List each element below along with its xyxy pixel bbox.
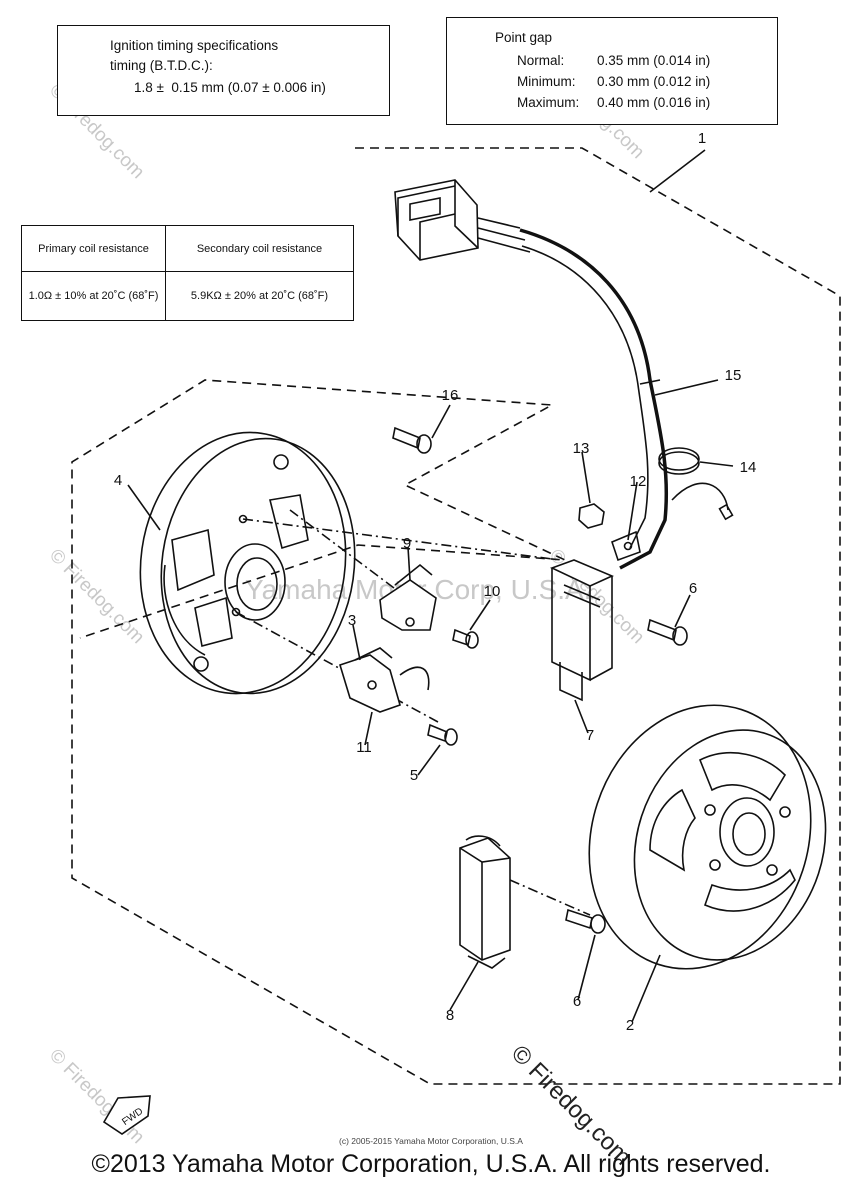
leader-5 [574, 699, 589, 734]
screw-8 [452, 628, 479, 649]
callout-2: 2 [626, 1017, 634, 1034]
leader-6b [577, 934, 596, 1001]
value-primary-coil: 1.0Ω ± 10% at 20˚C (68˚F) [21, 271, 166, 321]
leader-3 [127, 484, 161, 531]
screw-11 [427, 723, 458, 746]
point-gap-label-normal: Normal: [517, 53, 565, 68]
point-gap-value-minimum: 0.30 mm (0.012 in) [597, 74, 711, 89]
leader-9 [364, 711, 373, 746]
point-gap-spec-box: Point gap Normal: 0.35 mm (0.014 in) Min… [446, 17, 778, 125]
wire-harness-cable [519, 228, 669, 570]
point-gap-label-maximum: Maximum: [517, 95, 580, 110]
leader-14 [699, 461, 734, 467]
leader-10 [352, 624, 361, 661]
leader-1 [649, 149, 706, 193]
callout-1: 1 [698, 130, 706, 147]
coil-resistance-table: Primary coil resistance Secondary coil r… [21, 225, 354, 321]
callout-15: 15 [725, 367, 742, 384]
leader-6a [674, 594, 691, 628]
point-gap-value-maximum: 0.40 mm (0.016 in) [597, 95, 711, 110]
leader-11 [417, 744, 441, 776]
small-copyright: (c) 2005-2015 Yamaha Motor Corporation, … [339, 1136, 523, 1146]
callout-4: 8 [446, 1007, 454, 1024]
callout-10: 3 [348, 612, 356, 629]
callout-12: 12 [630, 473, 647, 490]
callout-6-lower: 6 [573, 993, 581, 1010]
timing-title: Ignition timing specifications [110, 38, 279, 53]
callout-9: 11 [356, 739, 372, 756]
leader-4 [449, 961, 479, 1011]
wire-harness-connector [394, 179, 531, 261]
callout-14: 14 [740, 459, 757, 476]
point-gap-label-minimum: Minimum: [517, 74, 576, 89]
contact-breaker-7 [379, 563, 437, 631]
point-gap-value-normal: 0.35 mm (0.014 in) [597, 53, 711, 68]
base-plate-3 [139, 431, 356, 695]
callout-13: 13 [573, 440, 590, 457]
callout-11: 5 [410, 767, 418, 784]
callout-16: 16 [442, 387, 459, 404]
flywheel-rotor-2 [588, 704, 827, 970]
leader-2 [631, 954, 661, 1023]
header-secondary-coil: Secondary coil resistance [165, 225, 354, 272]
callout-5: 7 [586, 727, 594, 744]
value-secondary-coil: 5.9KΩ ± 20% at 20˚C (68˚F) [165, 271, 354, 321]
condenser-5 [549, 559, 614, 702]
nut-13 [578, 503, 605, 529]
ignition-timing-spec-box: Ignition timing specifications timing (B… [57, 25, 390, 116]
point-gap-title: Point gap [495, 30, 553, 45]
ignition-coil-4 [459, 835, 511, 969]
screw-6-lower [565, 908, 606, 934]
footer-copyright: ©2013 Yamaha Motor Corporation, U.S.A. A… [91, 1150, 771, 1178]
leader-8 [469, 599, 491, 631]
screw-6-upper [647, 618, 688, 646]
leader-15 [654, 379, 719, 396]
callout-7: 9 [403, 535, 411, 552]
timing-subtitle: timing (B.T.D.C.): [110, 58, 213, 73]
assembly-dashed-outline [71, 147, 841, 1085]
fwd-arrow: FWD [102, 1095, 151, 1135]
header-primary-coil: Primary coil resistance [21, 225, 166, 272]
leader-13 [581, 451, 591, 504]
callout-3: 4 [114, 472, 122, 489]
leader-12 [627, 481, 638, 541]
contact-breaker-9 [339, 647, 430, 713]
leader-16 [431, 404, 451, 439]
callout-8: 10 [484, 583, 501, 600]
callout-6-upper: 6 [689, 580, 697, 597]
screw-16 [392, 426, 432, 454]
leader-7 [407, 546, 411, 581]
timing-value: 1.8 ± 0.15 mm (0.07 ± 0.006 in) [134, 80, 326, 95]
grommet-14 [658, 447, 700, 471]
